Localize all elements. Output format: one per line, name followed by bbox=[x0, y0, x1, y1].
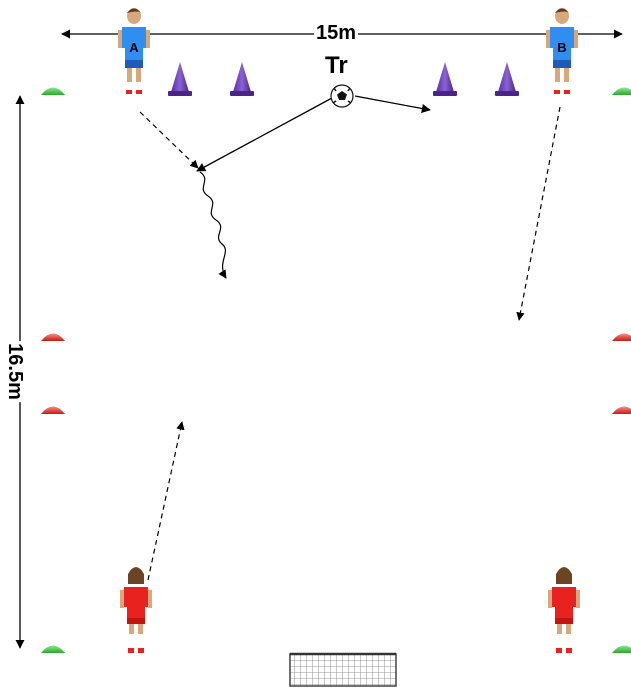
run-arrow-a bbox=[139, 111, 199, 169]
height-dimension-label: 16.5m bbox=[2, 341, 26, 402]
marker-icon bbox=[41, 406, 65, 414]
cone-icon bbox=[168, 62, 192, 96]
marker-icon bbox=[41, 645, 65, 653]
pass-arrow-to-a bbox=[196, 97, 333, 172]
player-b bbox=[546, 8, 578, 94]
marker-icon bbox=[612, 645, 631, 653]
cone-icon bbox=[495, 62, 519, 96]
cone-icon bbox=[433, 62, 457, 96]
player-red-right bbox=[548, 567, 580, 653]
player-b-label: B bbox=[557, 40, 566, 55]
pass-arrow-right bbox=[354, 95, 431, 113]
player-red-left bbox=[120, 567, 152, 653]
player-a bbox=[118, 8, 150, 94]
cone-icon bbox=[230, 62, 254, 96]
width-dimension-label: 15m bbox=[314, 22, 359, 45]
trainer-label: Tr bbox=[325, 52, 348, 79]
ball-icon bbox=[330, 84, 354, 108]
marker-icon bbox=[612, 333, 631, 341]
player-a-label: A bbox=[129, 40, 139, 55]
dribble-arrow bbox=[199, 171, 227, 279]
goal-icon bbox=[289, 652, 397, 687]
marker-icon bbox=[41, 333, 65, 341]
marker-icon bbox=[41, 87, 65, 95]
marker-icon bbox=[612, 406, 631, 414]
run-arrow-red bbox=[147, 421, 185, 581]
run-arrow-b bbox=[516, 106, 561, 321]
marker-icon bbox=[612, 87, 631, 95]
